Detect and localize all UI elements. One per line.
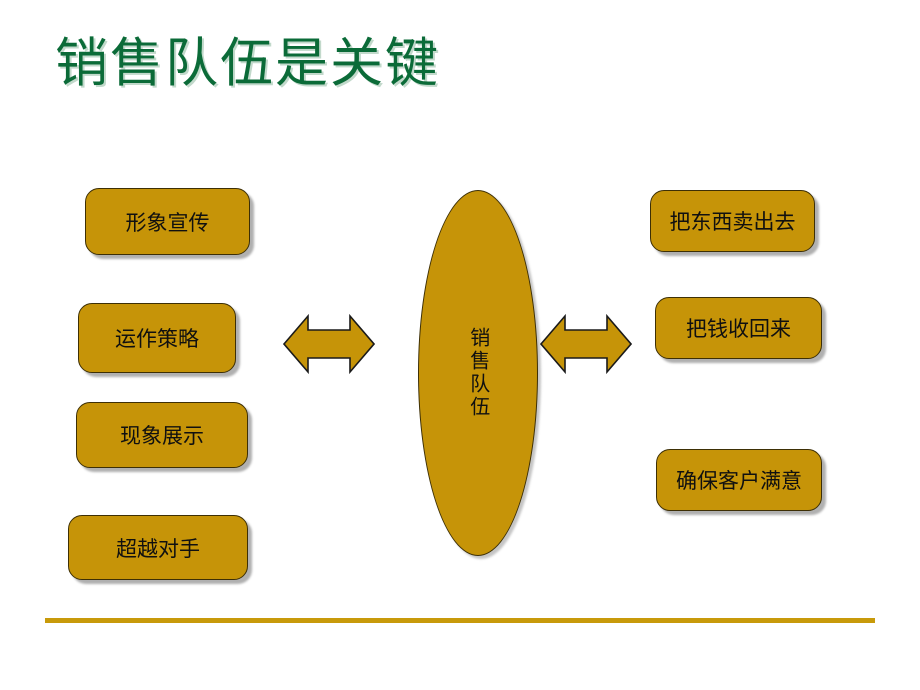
right-item-box-3[interactable]: 确保客户满意 [656,449,822,511]
right-item-label-3: 确保客户满意 [676,469,802,493]
right-item-box-1[interactable]: 把东西卖出去 [650,190,815,252]
left-item-box-4[interactable]: 超越对手 [68,515,248,580]
left-item-box-1[interactable]: 形象宣传 [85,188,250,255]
right-item-box-2[interactable]: 把钱收回来 [655,297,822,359]
right-double-arrow-icon [540,313,632,375]
left-item-box-2[interactable]: 运作策略 [78,303,236,373]
center-ellipse-label: 销售队伍 [466,327,491,419]
left-item-label-4: 超越对手 [116,536,200,561]
bottom-divider [45,618,875,623]
left-item-box-3[interactable]: 现象展示 [76,402,248,468]
center-ellipse-shape[interactable]: 销售队伍 [418,190,538,556]
page-title: 销售队伍是关键 [55,33,440,94]
left-item-label-2: 运作策略 [115,327,199,351]
right-item-label-1: 把东西卖出去 [669,210,796,234]
left-item-label-1: 形象宣传 [125,210,210,235]
left-item-label-3: 现象展示 [120,424,204,448]
left-double-arrow-icon [283,313,375,375]
right-item-label-2: 把钱收回来 [686,317,791,341]
